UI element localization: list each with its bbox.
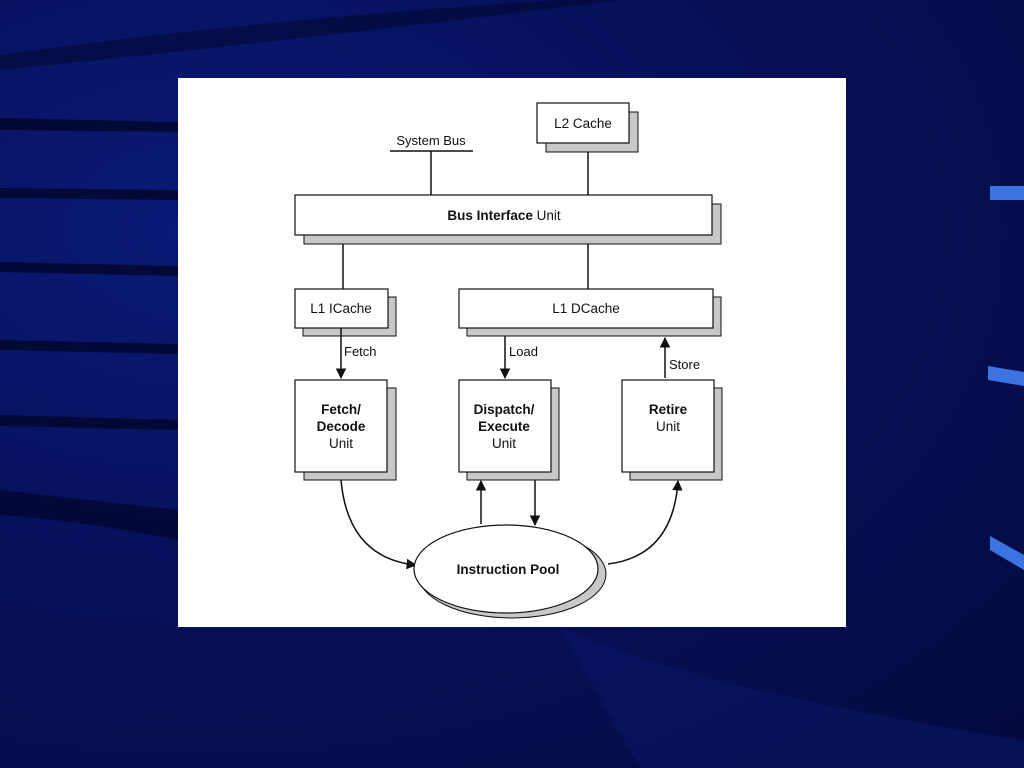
instruction-pool-label: Instruction Pool xyxy=(457,562,560,577)
store-label: Store xyxy=(669,357,700,372)
l1-icache-label: L1 ICache xyxy=(310,301,372,316)
dispatch-execute-line3: Unit xyxy=(492,436,516,451)
dispatch-execute-line1: Dispatch/ xyxy=(474,402,535,417)
bus-interface-label: Bus Interface Unit xyxy=(447,208,561,223)
cpu-architecture-diagram: System Bus L2 Cache Bus Interface Unit L… xyxy=(294,102,723,619)
pool-to-retire-arrow xyxy=(607,479,683,565)
fetch-label: Fetch xyxy=(344,344,377,359)
fetch-decode-line1: Fetch/ xyxy=(321,402,361,417)
l1-dcache-label: L1 DCache xyxy=(552,301,620,316)
system-bus-label: System Bus xyxy=(396,133,466,148)
retire-line1: Retire xyxy=(649,402,688,417)
bus-interface-normal: Unit xyxy=(533,208,561,223)
retire-unit-box: Retire Unit xyxy=(621,379,723,481)
bus-interface-unit-box: Bus Interface Unit xyxy=(294,194,722,245)
fetch-decode-line3: Unit xyxy=(329,436,353,451)
dispatch-execute-line2: Execute xyxy=(478,419,530,434)
retire-line2: Unit xyxy=(656,419,680,434)
load-label: Load xyxy=(509,344,538,359)
decode-to-pool-arrow xyxy=(340,479,418,570)
fetch-decode-line2: Decode xyxy=(317,419,366,434)
dispatch-execute-unit-box: Dispatch/ Execute Unit xyxy=(458,379,560,481)
fetch-decode-unit-box: Fetch/ Decode Unit xyxy=(294,379,397,481)
system-bus: System Bus xyxy=(390,133,473,195)
l2-cache-box: L2 Cache xyxy=(536,102,639,153)
l1-icache-box: L1 ICache xyxy=(294,288,397,337)
bus-interface-bold: Bus Interface xyxy=(447,208,533,223)
l1-dcache-box: L1 DCache xyxy=(458,288,722,337)
diagram-panel: System Bus L2 Cache Bus Interface Unit L… xyxy=(178,78,846,627)
l2-cache-label: L2 Cache xyxy=(554,116,612,131)
instruction-pool-ellipse: Instruction Pool xyxy=(413,524,607,619)
